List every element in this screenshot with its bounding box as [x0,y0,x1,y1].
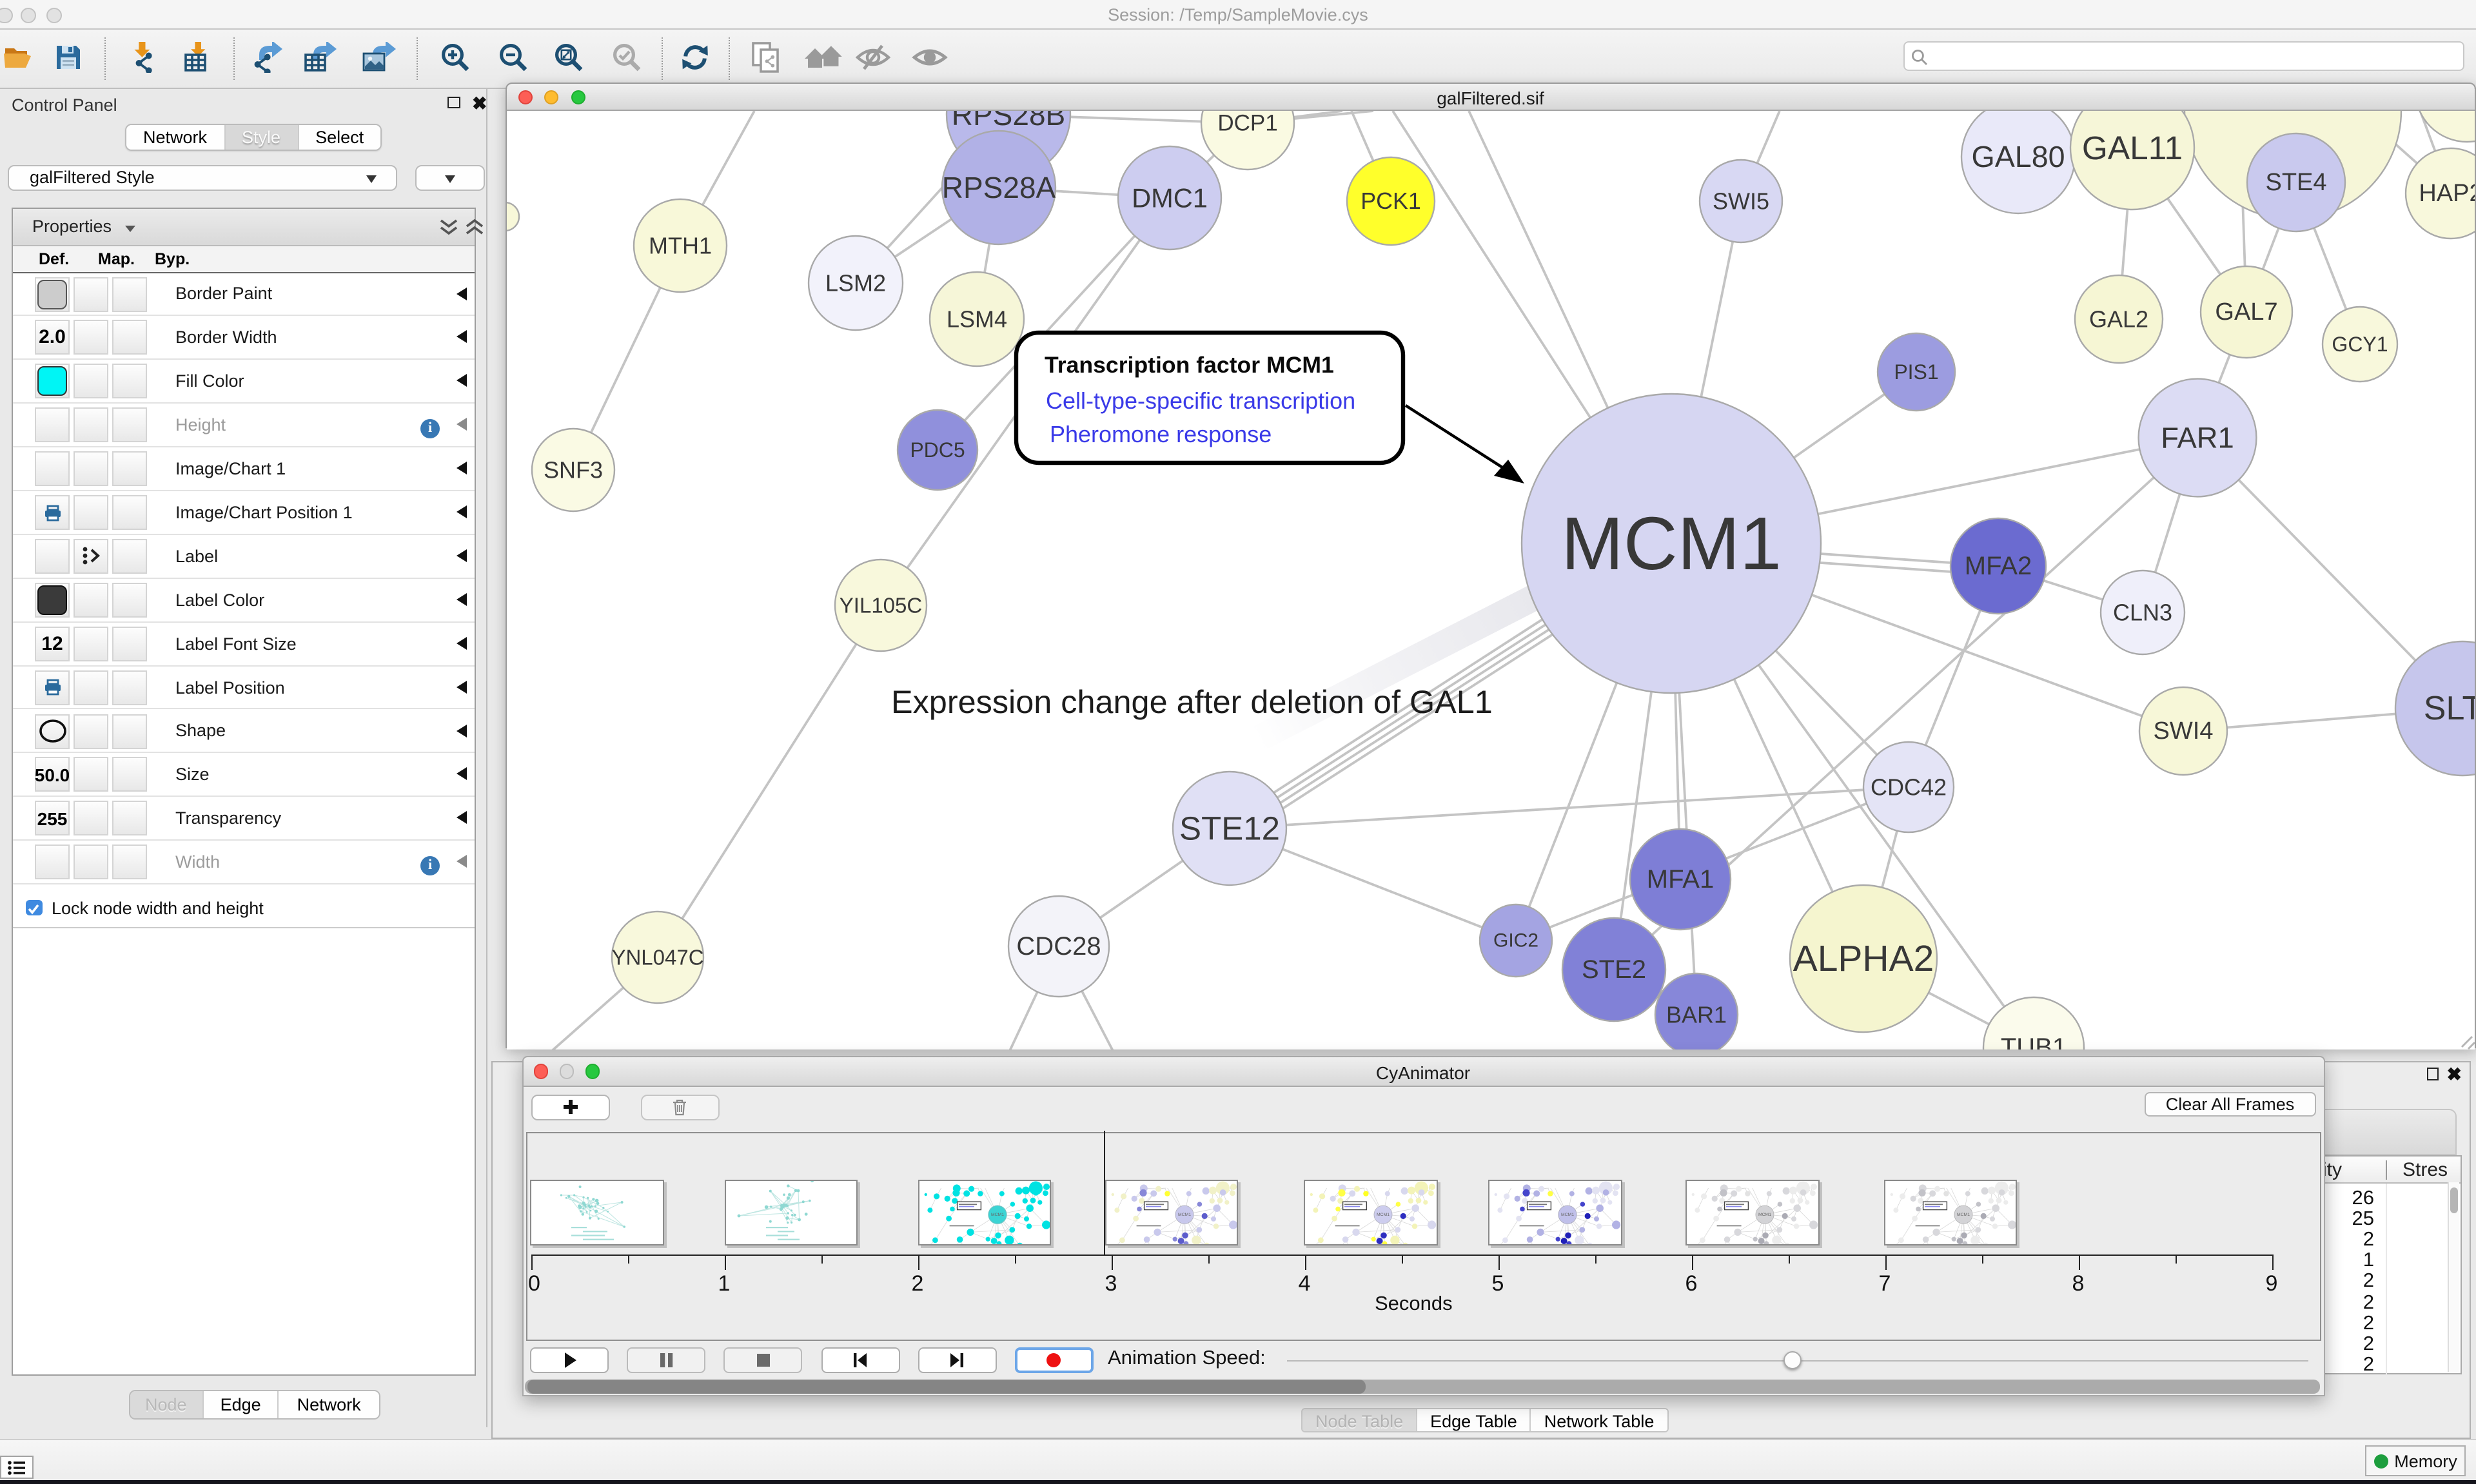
svg-text:LSM2: LSM2 [825,269,885,296]
svg-text:CDC28: CDC28 [1016,932,1100,960]
svg-text:LSM4: LSM4 [946,306,1007,332]
svg-text:PDC5: PDC5 [909,438,964,461]
svg-text:HAP2: HAP2 [2418,179,2475,206]
svg-text:PIS1: PIS1 [1893,360,1938,383]
svg-text:MCM1: MCM1 [1561,1213,1574,1217]
svg-text:MCM1: MCM1 [1956,1213,1969,1217]
svg-text:GAL2: GAL2 [2088,306,2148,332]
svg-text:DCP1: DCP1 [1217,110,1277,135]
svg-text:GAL11: GAL11 [2081,128,2182,166]
svg-text:RPS28A: RPS28A [941,170,1056,204]
svg-text:MCM1: MCM1 [1758,1213,1771,1217]
svg-text:MCM1: MCM1 [990,1213,1003,1217]
svg-text:Cell-type-specific transcripti: Cell-type-specific transcription [1045,387,1355,413]
svg-text:DMC1: DMC1 [1131,182,1207,213]
svg-text:MFA2: MFA2 [1964,551,2031,580]
svg-text:GAL7: GAL7 [2214,298,2277,325]
svg-text:GIC2: GIC2 [1493,930,1538,951]
svg-text:Transcription factor MCM1: Transcription factor MCM1 [1044,351,1333,377]
svg-text:MCM1: MCM1 [1377,1213,1390,1217]
svg-text:STE2: STE2 [1581,955,1646,983]
svg-text:YIL105C: YIL105C [839,593,921,617]
svg-text:MTH1: MTH1 [648,232,711,259]
svg-text:CLN3: CLN3 [2112,599,2172,625]
svg-text:FAR1: FAR1 [2160,421,2234,454]
svg-text:YNL047C: YNL047C [611,945,703,969]
svg-text:MCM1: MCM1 [1560,501,1781,585]
svg-text:PCK1: PCK1 [1360,188,1420,213]
svg-text:SWI5: SWI5 [1712,188,1769,214]
svg-text:CDC42: CDC42 [1870,774,1946,800]
svg-text:SLT2: SLT2 [2423,689,2475,727]
svg-text:TUB1: TUB1 [2000,1033,2066,1050]
svg-text:GAL80: GAL80 [1970,139,2064,173]
svg-text:ALPHA2: ALPHA2 [1793,937,1934,979]
svg-text:BAR1: BAR1 [1665,1001,1726,1028]
svg-text:SWI4: SWI4 [2153,717,2213,744]
svg-text:GCY1: GCY1 [2331,332,2387,355]
svg-text:MFA1: MFA1 [1646,864,1713,893]
svg-text:Pheromone response: Pheromone response [1049,420,1271,447]
svg-text:STE12: STE12 [1179,810,1279,846]
svg-text:MCM1: MCM1 [1177,1213,1190,1217]
svg-text:Expression change after deleti: Expression change after deletion of GAL1 [890,683,1492,719]
svg-text:RPS28B: RPS28B [951,110,1065,131]
svg-text:SNF3: SNF3 [543,456,602,483]
svg-text:STE4: STE4 [2265,168,2326,195]
